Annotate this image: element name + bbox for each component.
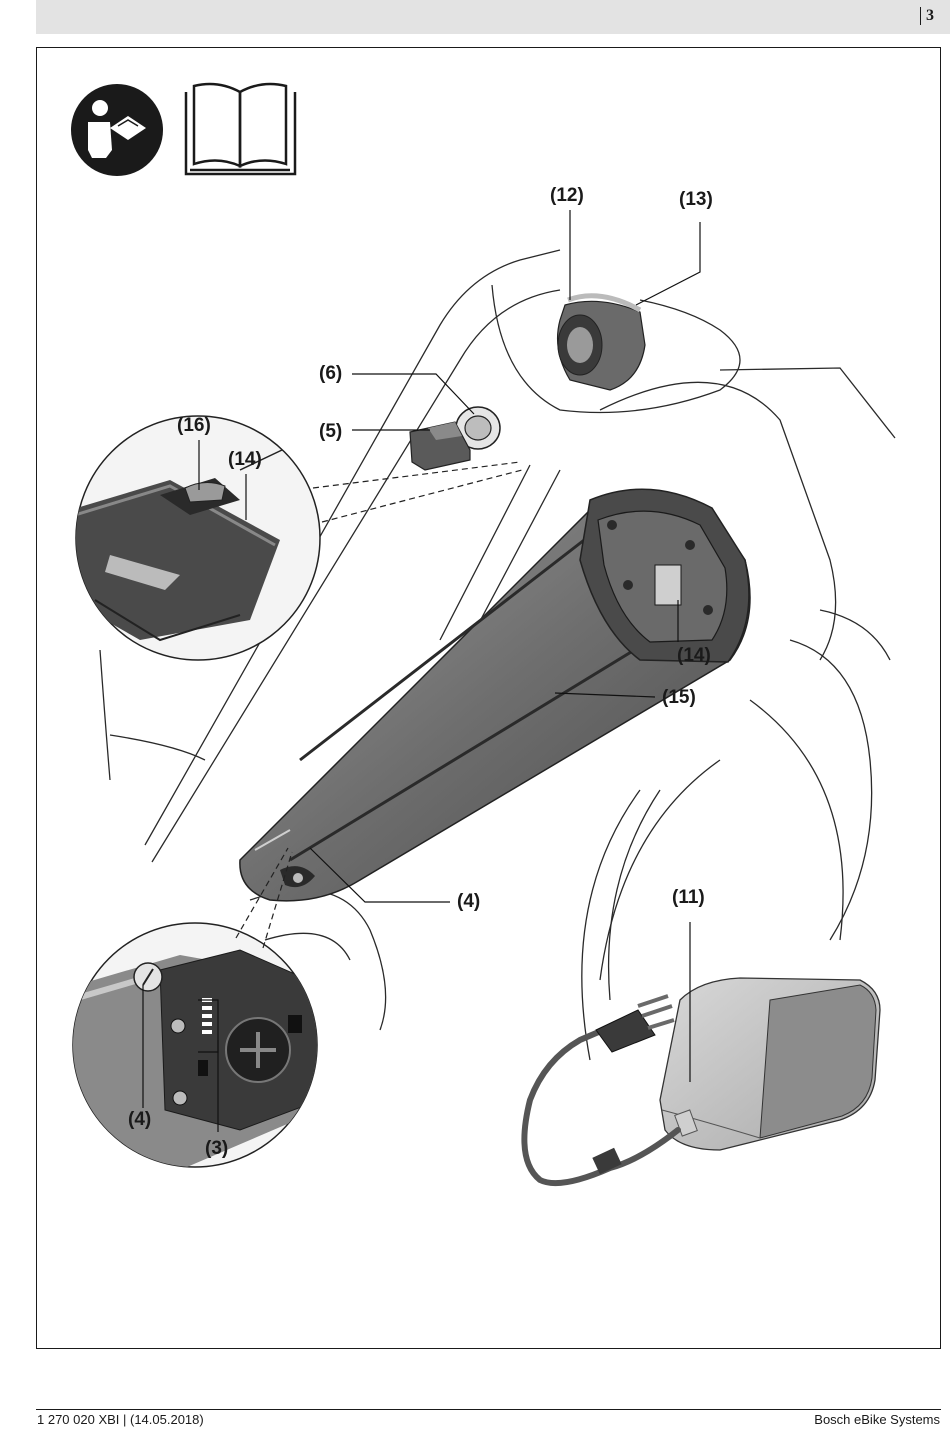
callout-4-detail: (4) xyxy=(128,1109,152,1130)
footer-brand: Bosch eBike Systems xyxy=(814,1412,940,1427)
leader-lines xyxy=(142,210,701,1132)
read-manual-icon xyxy=(71,84,163,176)
battery-charger xyxy=(521,977,881,1187)
upper-mount xyxy=(556,293,646,391)
callout-3: (3) xyxy=(205,1138,229,1159)
figure-frame xyxy=(36,47,941,1349)
callout-12: (12) xyxy=(550,185,584,206)
callout-14-battery: (14) xyxy=(677,645,711,666)
callout-4-main: (4) xyxy=(457,891,481,912)
page-number: 3 xyxy=(920,7,934,25)
footer-rule xyxy=(36,1409,941,1410)
bike-frame-outline xyxy=(99,249,896,1061)
detail-circle-battery-end xyxy=(72,922,318,1168)
header-bar: 3 xyxy=(36,0,950,34)
footer-doc-reference: 1 270 020 XBI | (14.05.2018) xyxy=(37,1412,204,1427)
callout-13: (13) xyxy=(679,189,713,210)
zoom-lines xyxy=(235,461,523,949)
callout-5: (5) xyxy=(319,421,343,442)
callout-15: (15) xyxy=(662,687,696,708)
ebike-battery xyxy=(239,488,751,902)
lock-cylinder xyxy=(409,406,501,471)
callout-6: (6) xyxy=(319,363,343,384)
callout-14-detail: (14) xyxy=(228,449,262,470)
callout-16: (16) xyxy=(177,415,211,436)
detail-circle-latch xyxy=(75,415,321,661)
manual-book-icon xyxy=(184,82,297,176)
callout-11: (11) xyxy=(672,887,705,908)
